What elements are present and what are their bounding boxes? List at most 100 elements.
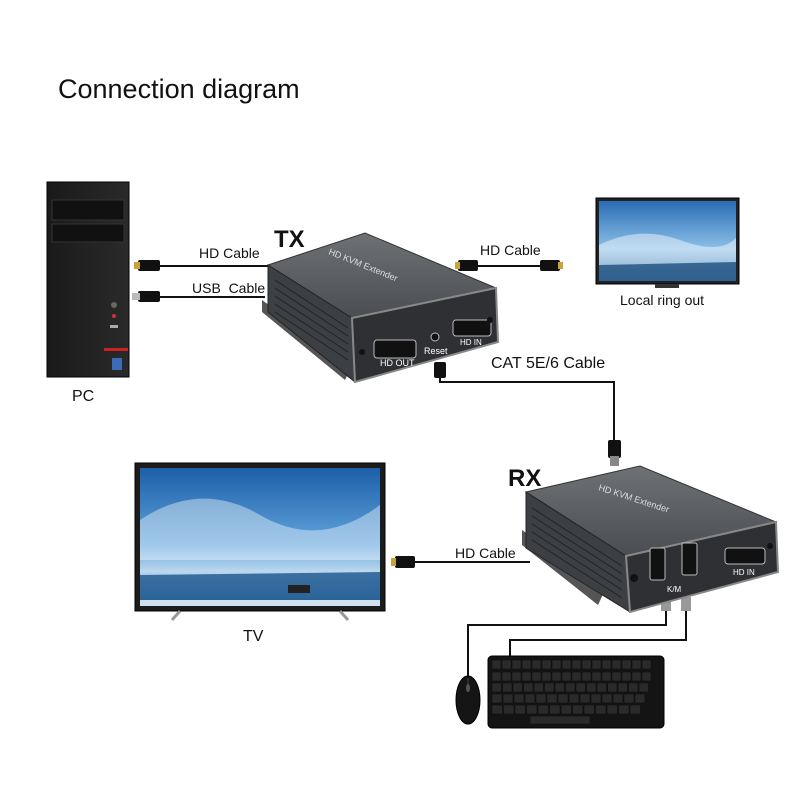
keyboard-key — [601, 659, 612, 670]
keyboard-key — [561, 671, 572, 682]
keyboard-key — [590, 693, 602, 704]
keyboard-key — [512, 682, 523, 693]
tv-label: TV — [243, 628, 264, 645]
keyboard-key — [611, 659, 622, 670]
keyboard-key — [565, 682, 576, 693]
keyboard-key — [491, 693, 503, 704]
hd-plug-icon — [540, 260, 560, 271]
keyboard-key — [638, 682, 649, 693]
pc-label: PC — [72, 388, 95, 405]
tx-device: HD KVM Extender HD OUT Reset HD IN — [262, 232, 500, 384]
keyboard-key — [514, 704, 526, 715]
keyboard-key — [491, 671, 502, 682]
keyboard-key — [607, 682, 618, 693]
keyboard-key — [628, 682, 639, 693]
keyboard-key — [535, 693, 547, 704]
keyboard-key — [583, 704, 595, 715]
tx-hd-out-label: HD OUT — [380, 358, 415, 368]
keyboard-key — [491, 704, 503, 715]
usb-port-icon — [649, 547, 666, 581]
mouse-cable-line — [467, 610, 667, 680]
rx-device: HD KVM Extender K/M HD IN — [522, 465, 780, 614]
hd-in-port-icon — [452, 319, 492, 337]
keyboard-key — [541, 671, 552, 682]
keyboard-key — [502, 682, 513, 693]
loop-hd-cable-label: HD Cable — [480, 242, 541, 258]
keyboard-key — [511, 659, 522, 670]
usb-plug-icon — [661, 597, 671, 611]
keyboard-key — [541, 659, 552, 670]
cable-plugs — [132, 260, 691, 611]
keyboard-key — [502, 693, 514, 704]
keyboard-key — [546, 693, 558, 704]
keyboard-key — [531, 659, 542, 670]
keyboard-key — [579, 693, 591, 704]
keyboard-key — [631, 671, 642, 682]
keyboard-key — [491, 682, 502, 693]
tx-label: TX — [274, 226, 305, 253]
hd-plug-icon — [138, 260, 160, 271]
keyboard-key — [571, 671, 582, 682]
keyboard-key — [501, 671, 512, 682]
cables — [158, 265, 687, 680]
tx-hd-in-label: HD IN — [460, 338, 482, 347]
reset-button-icon — [430, 332, 440, 342]
keyboard-key — [591, 671, 602, 682]
intel-sticker-icon — [112, 358, 122, 370]
keyboard-cable-line — [509, 610, 687, 660]
keyboard-key — [531, 671, 542, 682]
keyboard-key — [491, 659, 502, 670]
pc-hd-cable-label: HD Cable — [199, 245, 260, 261]
keyboard-key — [511, 671, 522, 682]
cat-cable-line — [439, 375, 615, 445]
keyboard-key — [595, 704, 607, 715]
keyboard-key — [641, 671, 652, 682]
page-title: Connection diagram — [58, 74, 300, 104]
keyboard-key — [521, 659, 532, 670]
local-monitor-label: Local ring out — [620, 292, 705, 308]
keyboard-key — [571, 659, 582, 670]
tv — [134, 462, 386, 621]
rx-label: RX — [508, 465, 542, 492]
keyboard-key — [629, 704, 641, 715]
keyboard-key — [554, 682, 565, 693]
keyboard-key — [551, 659, 562, 670]
keyboard-key — [521, 671, 532, 682]
keyboard-key — [634, 693, 646, 704]
keyboard-key — [568, 693, 580, 704]
keyboard-key — [581, 671, 592, 682]
keyboard-key — [544, 682, 555, 693]
keyboard-key — [641, 659, 652, 670]
tv-hd-cable-label: HD Cable — [455, 545, 516, 561]
keyboard-key — [557, 693, 569, 704]
hd-plug-icon — [458, 260, 478, 271]
usb-plug-icon — [681, 597, 691, 611]
keyboard-key — [591, 659, 602, 670]
keyboard-key — [513, 693, 525, 704]
keyboard-key — [612, 693, 624, 704]
local-monitor — [595, 197, 740, 288]
rx-km-label: K/M — [667, 585, 682, 594]
keyboard-key — [618, 704, 630, 715]
keyboard-key — [623, 693, 635, 704]
keyboard-key — [621, 659, 632, 670]
mouse — [455, 675, 481, 725]
keyboard-key — [501, 659, 512, 670]
keyboard-spacebar — [529, 715, 591, 725]
rj45-plug-icon — [608, 440, 621, 458]
keyboard-key — [537, 704, 549, 715]
rx-hd-in-label: HD IN — [733, 568, 755, 577]
keyboard-key — [526, 704, 538, 715]
keyboard-key — [524, 693, 536, 704]
keyboard-key — [617, 682, 628, 693]
pc-usb-cable-label: USB Cable — [192, 280, 266, 296]
keyboard-key — [606, 704, 618, 715]
keyboard-key — [596, 682, 607, 693]
keyboard-key — [575, 682, 586, 693]
keyboard-key — [560, 704, 572, 715]
usb-plug-icon — [138, 291, 160, 302]
usb-port-icon — [681, 542, 698, 576]
keyboard — [487, 655, 665, 729]
